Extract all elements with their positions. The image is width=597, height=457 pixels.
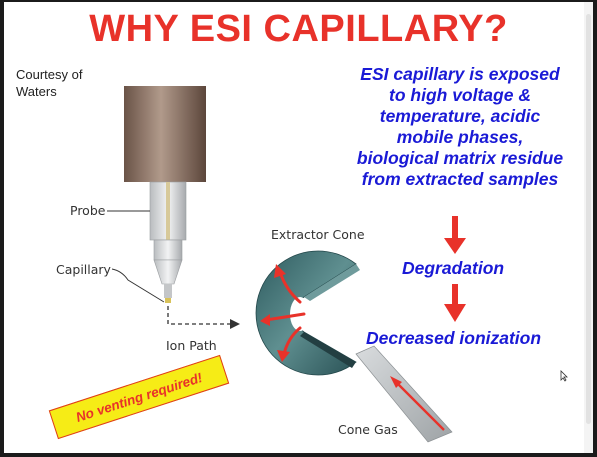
description-line: mobile phases, bbox=[396, 127, 524, 147]
ion-path-arrow bbox=[167, 306, 240, 329]
probe-label-group: Probe bbox=[70, 203, 150, 218]
decreased-ionization-label: Decreased ionization bbox=[366, 328, 542, 348]
probe-label: Probe bbox=[70, 203, 106, 218]
ion-path-label: Ion Path bbox=[166, 338, 217, 353]
probe-body bbox=[124, 86, 206, 303]
capillary-label: Capillary bbox=[56, 262, 112, 277]
courtesy-line-2: Waters bbox=[16, 84, 57, 99]
slide: Probe Capillary Ion Path Extractor Cone bbox=[4, 2, 593, 453]
cone-gas-label: Cone Gas bbox=[338, 422, 398, 437]
courtesy-line-1: Courtesy of bbox=[16, 67, 83, 82]
process-arrow-2 bbox=[444, 284, 466, 322]
extractor-cone bbox=[255, 250, 360, 376]
capillary-label-group: Capillary bbox=[56, 262, 165, 303]
description-line: to high voltage & bbox=[389, 85, 531, 105]
cone-gas-tube bbox=[355, 345, 453, 443]
mouse-cursor-icon bbox=[560, 370, 568, 382]
slide-title: WHY ESI CAPILLARY? bbox=[89, 8, 508, 50]
description-line: from extracted samples bbox=[361, 169, 559, 189]
courtesy-note: Courtesy of Waters bbox=[16, 66, 126, 100]
extractor-cone-label: Extractor Cone bbox=[271, 227, 365, 242]
description-line: biological matrix residue bbox=[356, 148, 564, 168]
process-arrow-1 bbox=[444, 216, 466, 254]
scrollbar-thumb[interactable] bbox=[586, 14, 591, 424]
description-text: ESI capillary is exposed to high voltage… bbox=[334, 64, 586, 190]
flow-arrowheads bbox=[260, 264, 290, 362]
esi-source-diagram: Probe Capillary Ion Path Extractor Cone bbox=[56, 86, 466, 443]
description-line: temperature, acidic bbox=[379, 106, 541, 126]
description-line: ESI capillary is exposed bbox=[360, 64, 560, 84]
degradation-label: Degradation bbox=[402, 258, 505, 278]
